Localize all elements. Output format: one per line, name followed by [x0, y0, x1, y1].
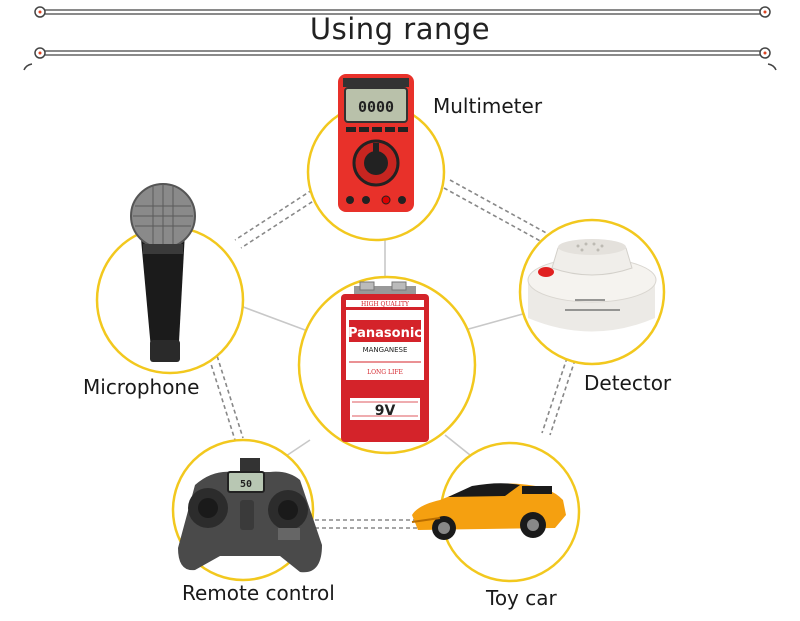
label-toy-car: Toy car: [486, 586, 557, 610]
remote-display: 50: [240, 479, 252, 490]
toy-car-image: [411, 483, 566, 540]
battery-image: HIGH QUALITY Panasonic MANGANESE LONG LI…: [341, 281, 429, 442]
label-remote-control: Remote control: [182, 581, 335, 605]
remote-control-image: 50: [178, 458, 322, 573]
multimeter-display: 0000: [358, 98, 394, 116]
label-microphone: Microphone: [83, 375, 200, 399]
battery-voltage: 9V: [375, 403, 396, 419]
battery-top-text: HIGH QUALITY: [361, 301, 410, 308]
detector-image: [527, 239, 657, 332]
title-frame: [23, 6, 777, 71]
battery-tagline: LONG LIFE: [367, 369, 403, 376]
microphone-image: [130, 183, 196, 362]
page-title: Using range: [309, 12, 491, 46]
label-multimeter: Multimeter: [433, 94, 543, 118]
multimeter-image: 0000: [338, 74, 414, 212]
label-detector: Detector: [584, 371, 672, 395]
battery-brand: Panasonic: [348, 326, 422, 341]
battery-subtitle: MANGANESE: [363, 346, 408, 354]
